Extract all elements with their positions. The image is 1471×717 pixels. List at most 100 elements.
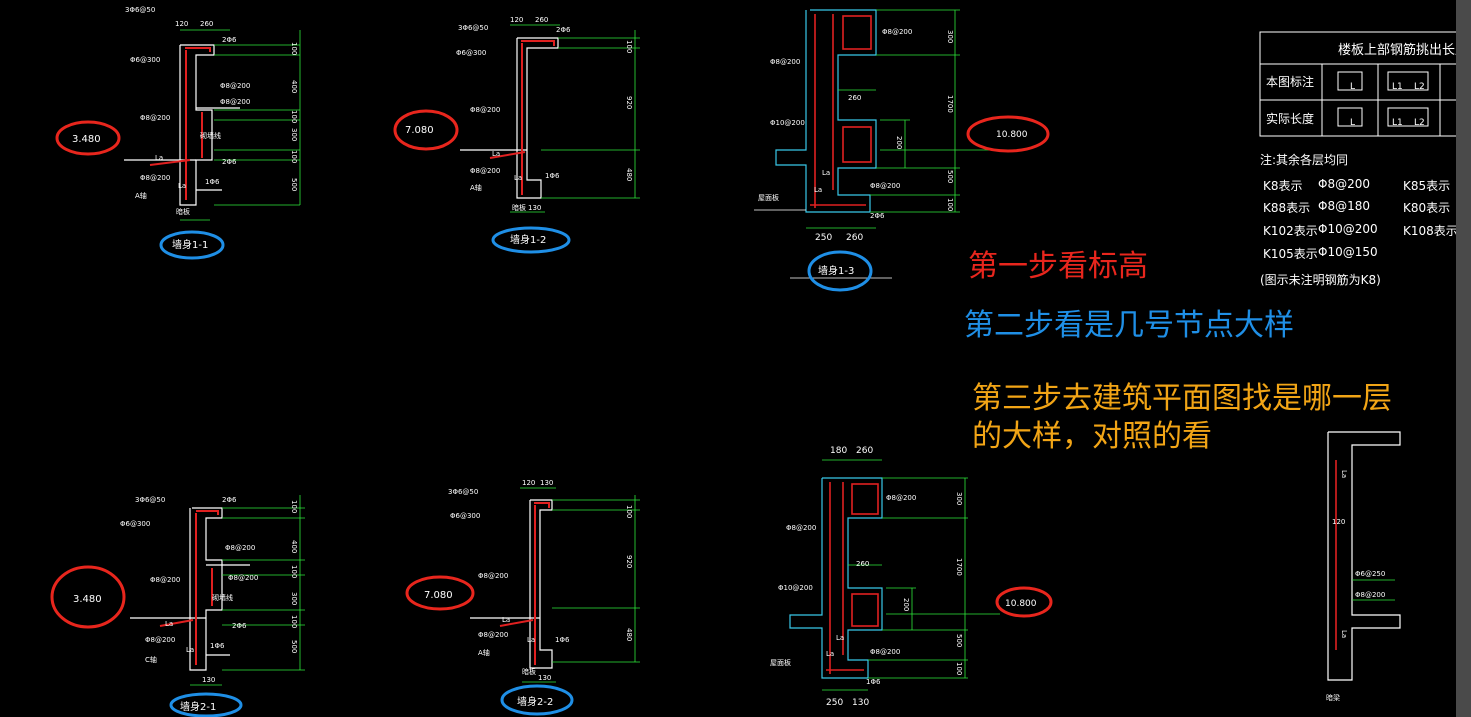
detail-wall-1-3: 300 1700 200 500 100 260 250 260 Φ8@200 … bbox=[754, 9, 1050, 292]
label-text: La bbox=[514, 174, 522, 182]
rebar-text: 1Φ6 bbox=[866, 678, 881, 686]
rebar-text: Φ8@200 bbox=[870, 182, 900, 190]
dim-text: 120 bbox=[175, 20, 188, 28]
detail-title: 墙身2-2 bbox=[517, 695, 553, 708]
dim-text: 100 bbox=[290, 615, 298, 628]
note-code: K88表示 bbox=[1263, 201, 1310, 215]
table-cell: L bbox=[1350, 82, 1355, 92]
note-code: K105表示 bbox=[1263, 247, 1318, 261]
dim-text: 500 bbox=[290, 178, 298, 191]
table-cell: L2 bbox=[1414, 118, 1425, 128]
label-text: La bbox=[836, 634, 844, 642]
rebar-text: Φ8@200 bbox=[140, 114, 170, 122]
rebar-text: 3Φ6@50 bbox=[448, 488, 478, 496]
dim-text: 200 bbox=[895, 136, 903, 149]
dim-text: 260 bbox=[856, 560, 869, 568]
label-text: La bbox=[178, 182, 186, 190]
note-value: Φ10@200 bbox=[1318, 222, 1378, 236]
label-text: A轴 bbox=[135, 191, 147, 200]
elevation-text: 10.800 bbox=[996, 130, 1028, 140]
elevation-text: 7.080 bbox=[405, 125, 434, 136]
dim-text: 300 bbox=[955, 492, 963, 505]
dim-text: 500 bbox=[290, 640, 298, 653]
dim-text: 300 bbox=[290, 592, 298, 605]
vertical-scrollbar[interactable] bbox=[1456, 0, 1471, 717]
note-code: K108表示 bbox=[1403, 224, 1456, 238]
dim-text: 1700 bbox=[955, 558, 963, 576]
label-text: 屋面板 bbox=[758, 193, 779, 202]
dim-text: 200 bbox=[902, 598, 910, 611]
label-text: La bbox=[1340, 470, 1348, 478]
dim-text: 920 bbox=[625, 555, 633, 568]
label-text: La bbox=[502, 616, 510, 624]
rebar-text: Φ6@300 bbox=[450, 512, 480, 520]
table-title: 楼板上部钢筋挑出长度示 bbox=[1338, 42, 1456, 58]
dim-text: 300 bbox=[290, 128, 298, 141]
rebar-text: Φ10@200 bbox=[770, 119, 805, 127]
rebar-text: 1Φ6 bbox=[545, 172, 560, 180]
rebar-text: 1Φ6 bbox=[210, 642, 225, 650]
elevation-text: 3.480 bbox=[73, 594, 102, 605]
rebar-text: Φ8@200 bbox=[786, 524, 816, 532]
annotation-step-3-line-1: 第三步去建筑平面图找是哪一层 bbox=[972, 381, 1392, 416]
rebar-text: Φ8@200 bbox=[870, 648, 900, 656]
dim-text: 500 bbox=[946, 170, 954, 183]
rebar-text: Φ8@200 bbox=[470, 106, 500, 114]
label-text: 砌墙线 bbox=[212, 593, 233, 602]
note-value: Φ10@150 bbox=[1318, 245, 1378, 259]
label-text: La bbox=[822, 169, 830, 177]
dim-text: 100 bbox=[625, 505, 633, 518]
dim-text: 260 bbox=[856, 446, 873, 456]
rebar-text: Φ8@200 bbox=[770, 58, 800, 66]
detail-title: 墙身1-3 bbox=[818, 264, 854, 277]
rebar-text: Φ8@200 bbox=[882, 28, 912, 36]
label-text: A轴 bbox=[478, 648, 490, 657]
notes-footer: (图示未注明钢筋为K8) bbox=[1260, 272, 1381, 287]
rebar-text: Φ6@250 bbox=[1355, 570, 1385, 578]
dim-text: 120 bbox=[522, 479, 535, 487]
dim-text: 480 bbox=[625, 628, 633, 641]
rebar-text: Φ10@200 bbox=[778, 584, 813, 592]
elevation-text: 10.800 bbox=[1005, 599, 1037, 609]
label-text: A轴 bbox=[470, 183, 482, 192]
elevation-marker bbox=[55, 120, 121, 156]
dim-text: 120 bbox=[1332, 518, 1345, 526]
table-cell: L1 bbox=[1392, 118, 1403, 128]
rebar-text: Φ8@200 bbox=[886, 494, 916, 502]
rebar-text: Φ6@300 bbox=[130, 56, 160, 64]
dim-text: 130 bbox=[540, 479, 553, 487]
dim-text: 500 bbox=[955, 634, 963, 647]
note-code: K85表示 bbox=[1403, 179, 1450, 193]
rebar-text: 3Φ6@50 bbox=[135, 496, 165, 504]
dim-text: 260 bbox=[200, 20, 213, 28]
rebar-text: Φ8@200 bbox=[228, 574, 258, 582]
label-text: C轴 bbox=[145, 655, 157, 664]
label-text: La bbox=[492, 150, 500, 158]
rebar-text: Φ8@200 bbox=[225, 544, 255, 552]
label-text: La bbox=[1340, 630, 1348, 638]
dim-text: 100 bbox=[625, 40, 633, 53]
table-row-label: 实际长度 bbox=[1266, 111, 1314, 126]
rebar-text: Φ8@200 bbox=[140, 174, 170, 182]
label-text: La bbox=[186, 646, 194, 654]
rebar-text: 3Φ6@50 bbox=[125, 6, 155, 14]
elevation-text: 7.080 bbox=[424, 590, 453, 601]
rebar-text: 2Φ6 bbox=[222, 158, 237, 166]
dim-text: 480 bbox=[625, 168, 633, 181]
table-row-label: 本图标注 bbox=[1266, 74, 1314, 89]
rebar-text: Φ8@200 bbox=[1355, 591, 1385, 599]
detail-wall-2-2: 120 130 100 920 480 130 3Φ6@50 Φ6@300 Φ8… bbox=[405, 479, 640, 716]
note-code: K8表示 bbox=[1263, 179, 1303, 193]
elevation-text: 3.480 bbox=[72, 134, 101, 145]
note-value: Φ8@180 bbox=[1318, 199, 1370, 213]
label-text: 屋面板 bbox=[770, 658, 791, 667]
rebar-text: Φ8@200 bbox=[470, 167, 500, 175]
dim-text: 130 bbox=[538, 674, 551, 682]
detail-title: 墙身1-1 bbox=[172, 238, 208, 251]
label-text: La bbox=[527, 636, 535, 644]
elevation-marker bbox=[50, 565, 126, 629]
notes-heading: 注:其余各层均同 bbox=[1260, 152, 1348, 167]
notes-block: 注:其余各层均同 K8表示 Φ8@200 K88表示 Φ8@180 K102表示… bbox=[1260, 152, 1456, 287]
rebar-text: Φ8@200 bbox=[478, 631, 508, 639]
